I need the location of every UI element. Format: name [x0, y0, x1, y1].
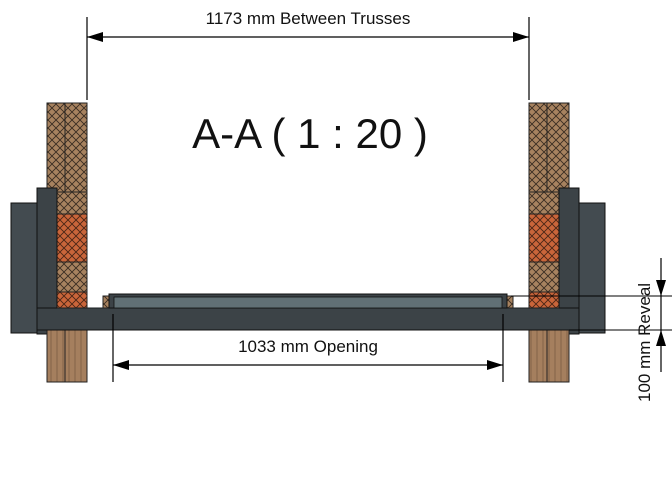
section-title: A-A ( 1 : 20 ) [192, 110, 428, 157]
opening-arrow-left [113, 360, 129, 370]
right-block-orange-1 [528, 213, 560, 263]
arrowhead-left [87, 32, 103, 42]
kerb [102, 293, 514, 309]
left-block-orange-1 [56, 213, 88, 263]
dimension-between-trusses: 1173 mm Between Trusses [86, 9, 530, 100]
dimension-reveal: 100 mm Reveal [511, 258, 672, 402]
glazing-panel [113, 296, 503, 309]
arrowhead-right [513, 32, 529, 42]
right-truss-top [528, 102, 570, 193]
opening-arrow-right [487, 360, 503, 370]
right-flashing [578, 202, 606, 334]
left-wall [10, 102, 88, 383]
dimension-label-opening: 1033 mm Opening [238, 337, 378, 356]
dimension-label-between-trusses: 1173 mm Between Trusses [206, 9, 411, 28]
left-truss-bottom [46, 329, 88, 383]
right-wall [528, 102, 606, 383]
left-flashing [10, 202, 38, 334]
left-block-orange-2 [56, 291, 88, 309]
left-truss-top [46, 102, 88, 193]
left-block-2 [56, 261, 88, 293]
reveal-arrow-bottom [656, 330, 666, 346]
right-block-1 [528, 191, 560, 215]
dimension-opening: 1033 mm Opening [112, 314, 504, 382]
right-truss-bottom [528, 329, 570, 383]
left-block-1 [56, 191, 88, 215]
right-block-orange-2 [528, 291, 560, 309]
reveal-arrow-top [656, 280, 666, 296]
right-block-2 [528, 261, 560, 293]
base-tray [36, 307, 580, 331]
base-plate [36, 307, 580, 331]
dimension-label-reveal: 100 mm Reveal [635, 283, 654, 402]
